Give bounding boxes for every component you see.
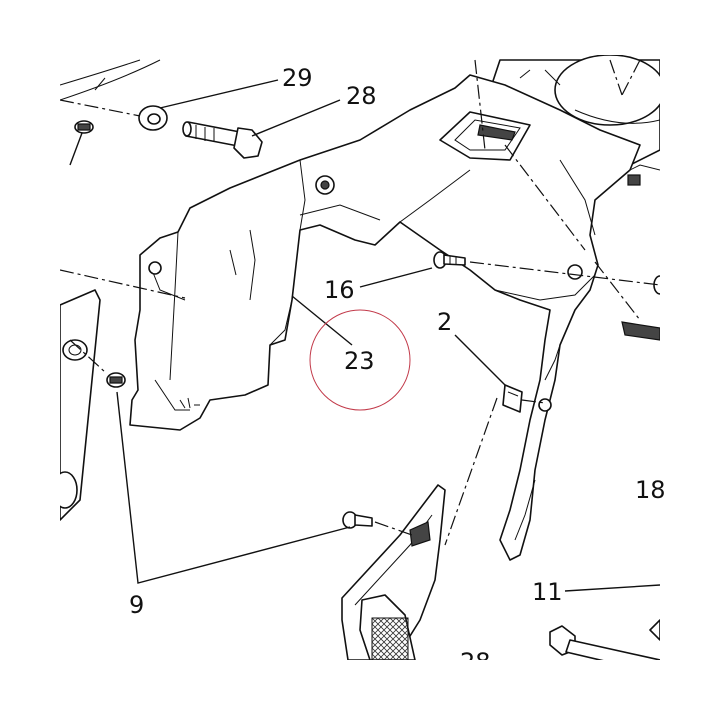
left-side-panel [60,289,101,521]
callout-9: 9 [129,591,144,619]
callout-2: 2 [437,308,452,336]
clip-part-2 [502,384,523,413]
screw-part-9-upper [106,372,126,388]
bolt-part-11 [549,625,660,660]
callout-23: 23 [344,347,375,375]
background-panel-top-left [60,59,161,101]
callout-28-bottom: 28 [460,648,491,676]
lower-bracket-panel [341,484,446,660]
screw-top-left [69,120,94,166]
screw-part-9-lower [342,511,373,529]
washer-part-29 [138,105,168,131]
callout-23-highlight-circle [309,309,411,411]
leader-lines [116,79,660,592]
bolt-part-28-top [182,121,263,159]
callout-28-top: 28 [346,82,377,110]
callout-11: 11 [532,578,563,606]
screw-part-16 [433,251,466,269]
callout-29: 29 [282,64,313,92]
center-lines [60,59,660,546]
inner-fender-part-23 [129,74,641,561]
callout-18: 18 [635,476,666,504]
callout-16: 16 [324,276,355,304]
